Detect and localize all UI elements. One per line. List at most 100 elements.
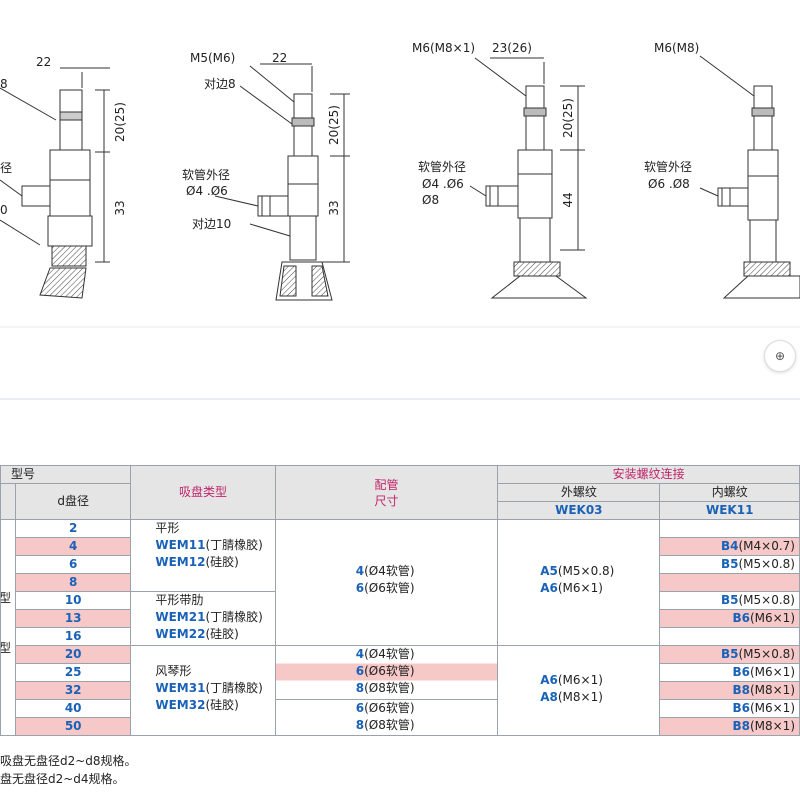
diameter-cell: 4	[14, 537, 132, 556]
diameter-value: 16	[64, 629, 82, 643]
diameter-value: 40	[64, 701, 82, 715]
cup-type-name: 风琴形	[155, 664, 192, 678]
external-thread-code: A6	[540, 580, 558, 595]
pipe-size-header: 配管尺寸	[274, 465, 499, 520]
internal-thread-code: B8	[732, 719, 750, 733]
internal-code-header: WEK11	[659, 501, 800, 520]
diameter-cell: 20	[14, 645, 132, 664]
pipe-size-code: 4	[355, 563, 365, 578]
zoom-in-icon: ⊕	[774, 349, 786, 363]
diameter-value: 50	[64, 719, 82, 733]
cup-type-material: (丁腈橡胶)	[205, 538, 263, 552]
internal-thread-code: B5	[721, 647, 739, 661]
cup-type-material: (丁腈橡胶)	[205, 681, 263, 695]
table-row: 32 B8(M8×1)	[1, 681, 800, 700]
pipe-size-text: (Ø6软管)	[364, 580, 415, 595]
diameter-value: 25	[64, 665, 82, 679]
fig2-tube-label: 软管外径	[182, 167, 230, 182]
fig1-left-fragment-1: 8	[0, 77, 8, 91]
diameter-value: 20	[64, 647, 82, 661]
fig3-dim-v2: 44	[561, 192, 575, 207]
cup-type-code: WEM21	[155, 610, 206, 624]
footnote-1: 吸盘无盘径d2~d8规格。	[0, 754, 137, 768]
model-label: 型	[1, 591, 11, 605]
diameter-cell: 13	[14, 609, 132, 628]
internal-thread-code: B6	[732, 665, 750, 679]
fig2-dim-v2: 33	[327, 200, 341, 215]
internal-thread-text: (M8×1)	[749, 719, 795, 733]
fig2-tube-sizes: Ø4 .Ø6	[186, 184, 228, 198]
internal-thread-cell: B5(M5×0.8)	[659, 591, 800, 610]
internal-thread-code: B4	[721, 539, 739, 553]
pipe-size-code: 4	[355, 647, 365, 661]
zoom-in-button[interactable]: ⊕	[764, 340, 796, 372]
internal-thread-text: (M5×0.8)	[738, 647, 796, 661]
footnote-2: 盘无盘径d2~d4规格。	[0, 772, 125, 786]
spec-table: 型号 吸盘类型 配管尺寸 安装螺纹连接 d盘径 外螺纹 内螺纹 WEK03 WE…	[0, 465, 800, 736]
figure-1	[0, 67, 110, 299]
internal-thread-cell	[659, 627, 800, 646]
external-thread-text: (M6×1)	[557, 580, 603, 595]
pipe-size-text: (Ø8软管)	[364, 681, 415, 695]
diameter-cell: 50	[14, 717, 132, 736]
model-label-column: 型型	[0, 519, 16, 736]
model-header-spacer	[0, 483, 16, 520]
internal-thread-cell: B6(M6×1)	[659, 699, 800, 718]
internal-thread-text: (M5×0.8)	[738, 557, 796, 571]
internal-thread-text: (M5×0.8)	[738, 593, 796, 607]
fig2-across-flats-bottom: 对边10	[192, 217, 231, 231]
table-row: 型型2平形WEM11(丁腈橡胶)WEM12(硅胶)4(Ø4软管)6(Ø6软管)A…	[0, 519, 800, 736]
pipe-size-text: (Ø8软管)	[364, 718, 415, 732]
fig2-dim-v1: 20(25)	[327, 105, 341, 145]
internal-thread-cell: B5(M5×0.8)	[659, 645, 800, 664]
internal-thread-cell: B8(M8×1)	[659, 717, 800, 736]
pipe-size-text: (Ø6软管)	[364, 664, 415, 678]
diameter-value: 10	[64, 593, 82, 607]
diameter-value: 32	[64, 683, 82, 697]
cup-type-header: 吸盘类型	[130, 465, 276, 520]
model-label: 型	[1, 641, 11, 655]
external-thread-code: A6	[540, 672, 558, 687]
internal-thread-code: B5	[721, 593, 739, 607]
table-row: 13 B6(M6×1)	[1, 609, 800, 628]
internal-thread-code: B8	[732, 683, 750, 697]
figure-2	[214, 63, 350, 301]
diameter-cell: 25	[14, 663, 132, 682]
internal-thread-code: B6	[732, 701, 750, 715]
cup-type-material: (硅胶)	[205, 698, 239, 712]
pipe-size-text: (Ø6软管)	[364, 701, 415, 715]
external-thread-code: A5	[540, 563, 558, 578]
external-thread-code: A8	[540, 689, 558, 704]
thread-connection-header: 安装螺纹连接	[497, 465, 800, 484]
fig3-dim-v1: 20(25)	[561, 98, 575, 138]
diameter-cell: 10	[14, 591, 132, 610]
internal-thread-cell	[659, 519, 800, 538]
diameter-value: 2	[68, 521, 78, 535]
cup-type-name: 平形	[155, 521, 180, 535]
internal-thread-cell: B6(M6×1)	[659, 609, 800, 628]
table-row: 50 B8(M8×1)	[1, 717, 800, 736]
pipe-size-code: 6	[355, 701, 365, 715]
fig3-tube-sizes-1: Ø4 .Ø6	[422, 177, 464, 191]
fig3-dim-width: 23(26)	[492, 41, 532, 55]
diameter-cell: 6	[14, 555, 132, 574]
figure-3	[469, 57, 588, 299]
external-thread-text: (M6×1)	[557, 672, 603, 687]
external-thread: A6(M6×1)A8(M8×1)	[497, 645, 661, 736]
pipe-size-code: 8	[355, 718, 365, 732]
diameter-value: 4	[68, 539, 78, 553]
external-thread-text: (M5×0.8)	[557, 563, 615, 578]
internal-thread-text: (M8×1)	[749, 683, 795, 697]
footnotes: 吸盘无盘径d2~d8规格。 盘无盘径d2~d4规格。	[0, 752, 137, 788]
model-header-cell: 型号	[0, 465, 132, 484]
pipe-size-text: (Ø4软管)	[364, 647, 415, 661]
fig1-dim-v1: 20(25)	[113, 102, 127, 142]
fig4-tube-label: 软管外径	[644, 159, 692, 174]
fig1-left-fragment-2: 径	[0, 161, 12, 175]
external-code-header: WEK03	[497, 501, 661, 520]
pipe-size-code: 6	[355, 664, 365, 678]
